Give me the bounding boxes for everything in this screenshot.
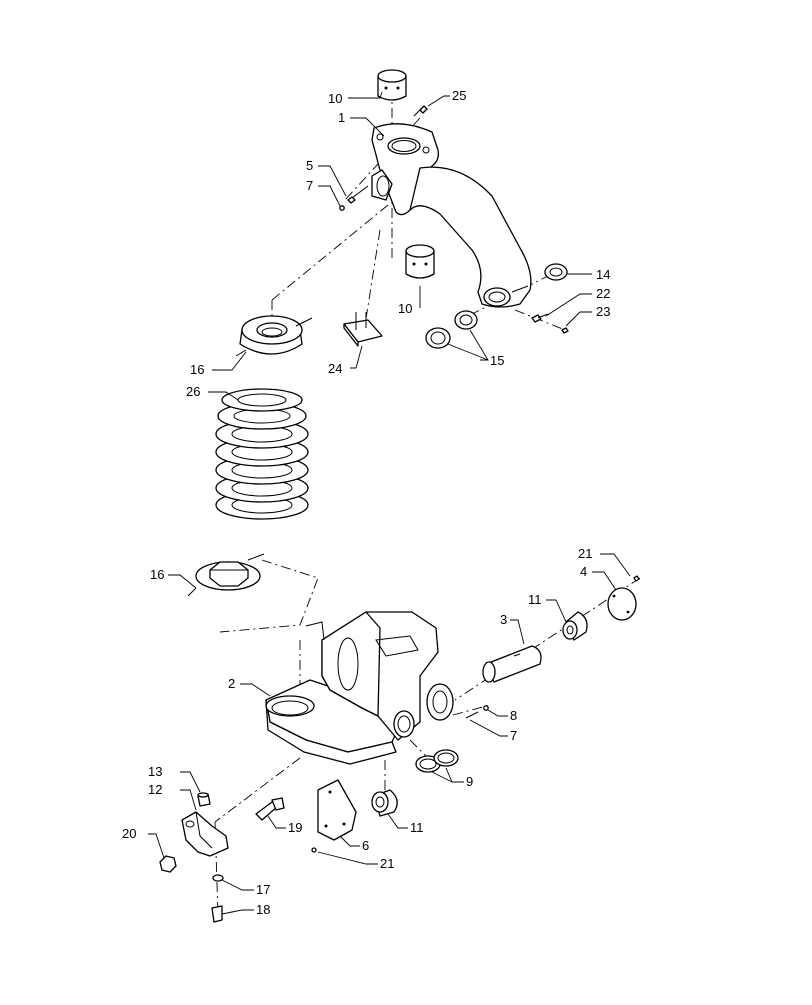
pin-3-part	[482, 645, 542, 683]
washer-14-part	[544, 263, 568, 281]
callout-18: 18	[256, 902, 270, 917]
plate-6-part	[317, 779, 357, 841]
pin-13-part	[197, 792, 211, 807]
callout-23: 23	[596, 304, 610, 319]
bracket-24-part	[343, 312, 383, 347]
callout-14: 14	[596, 267, 610, 282]
callout-15: 15	[490, 353, 504, 368]
callout-20: 20	[122, 826, 136, 841]
pin-8-7-part	[465, 705, 489, 719]
spring-seat-lower-part	[187, 553, 265, 597]
nut-20-part	[159, 855, 177, 873]
shims-15-part	[425, 310, 478, 349]
cover-4-part	[607, 587, 637, 621]
leader-lines	[148, 91, 631, 915]
callout-21-lower: 21	[380, 856, 394, 871]
bushing-11-lower-part	[371, 789, 398, 817]
callout-11-top: 11	[528, 592, 542, 607]
bushing-11-upper-part	[562, 611, 588, 641]
callout-10-lower: 10	[398, 301, 412, 316]
callout-17: 17	[256, 882, 270, 897]
callout-4: 4	[580, 564, 587, 579]
callout-22: 22	[596, 286, 610, 301]
callout-3: 3	[500, 612, 507, 627]
housing-part	[265, 611, 454, 765]
pin-22-23-part	[531, 313, 569, 334]
screw-21-part	[311, 575, 640, 853]
bracket-12-part	[181, 811, 229, 857]
callout-7-lower: 7	[510, 728, 517, 743]
upper-arm-part	[371, 123, 532, 308]
callout-24: 24	[328, 361, 342, 376]
callout-7-top: 7	[306, 178, 313, 193]
washer-17-part	[212, 874, 224, 882]
bolt-25-part	[413, 105, 428, 117]
callout-13: 13	[148, 764, 162, 779]
rings-9-part	[415, 749, 459, 773]
callout-2: 2	[228, 676, 235, 691]
callout-5: 5	[306, 158, 313, 173]
bushing-lower-part	[405, 244, 435, 279]
callout-16-lower: 16	[150, 567, 164, 582]
callout-12: 12	[148, 782, 162, 797]
bolt-18-part	[211, 905, 223, 923]
coil-spring-part	[215, 388, 309, 520]
spring-seat-upper-part	[235, 315, 313, 357]
screw-5-7-part	[339, 185, 369, 211]
callout-labels: 10 25 1 5 7 14 22 10 23 15 24 16 26 21 1…	[122, 88, 610, 917]
callout-9: 9	[466, 774, 473, 789]
callout-1: 1	[338, 110, 345, 125]
callout-21-top: 21	[578, 546, 592, 561]
callout-10-top: 10	[328, 91, 342, 106]
callout-8: 8	[510, 708, 517, 723]
callout-6: 6	[362, 838, 369, 853]
callout-11-lower: 11	[410, 820, 424, 835]
callout-16-top: 16	[190, 362, 204, 377]
callout-25: 25	[452, 88, 466, 103]
callout-19: 19	[288, 820, 302, 835]
callout-26: 26	[186, 384, 200, 399]
bolt-19-part	[255, 797, 285, 821]
bushing-top-part	[377, 69, 407, 101]
